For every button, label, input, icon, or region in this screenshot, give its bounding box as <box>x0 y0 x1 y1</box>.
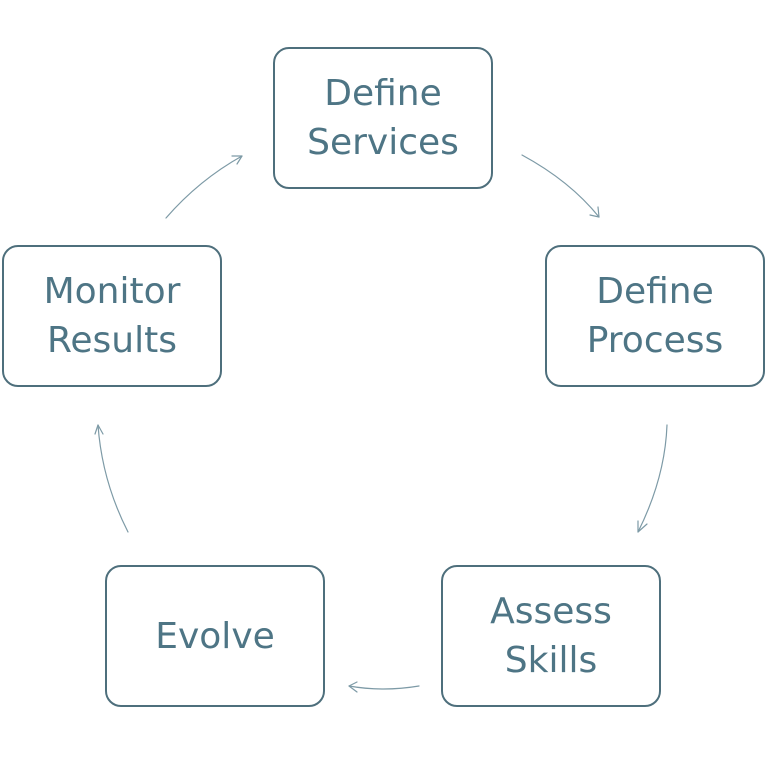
node-define-services: Define Services <box>273 47 493 189</box>
node-label: Monitor Results <box>43 271 181 361</box>
node-monitor-results: Monitor Results <box>2 245 222 387</box>
arrow-assess-skills-to-evolve <box>348 681 420 693</box>
node-define-process: Define Process <box>545 245 765 387</box>
arrow-monitor-results-to-define-services <box>165 155 243 219</box>
node-label: Define Services <box>307 73 459 163</box>
node-label: Evolve <box>155 615 275 657</box>
node-evolve: Evolve <box>105 565 325 707</box>
arrow-define-services-to-define-process <box>521 154 600 218</box>
arrow-evolve-to-monitor-results <box>94 424 129 533</box>
node-label: Assess Skills <box>490 591 612 681</box>
node-label: Define Process <box>586 271 724 361</box>
node-assess-skills: Assess Skills <box>441 565 661 707</box>
arrow-define-process-to-assess-skills <box>637 424 668 533</box>
